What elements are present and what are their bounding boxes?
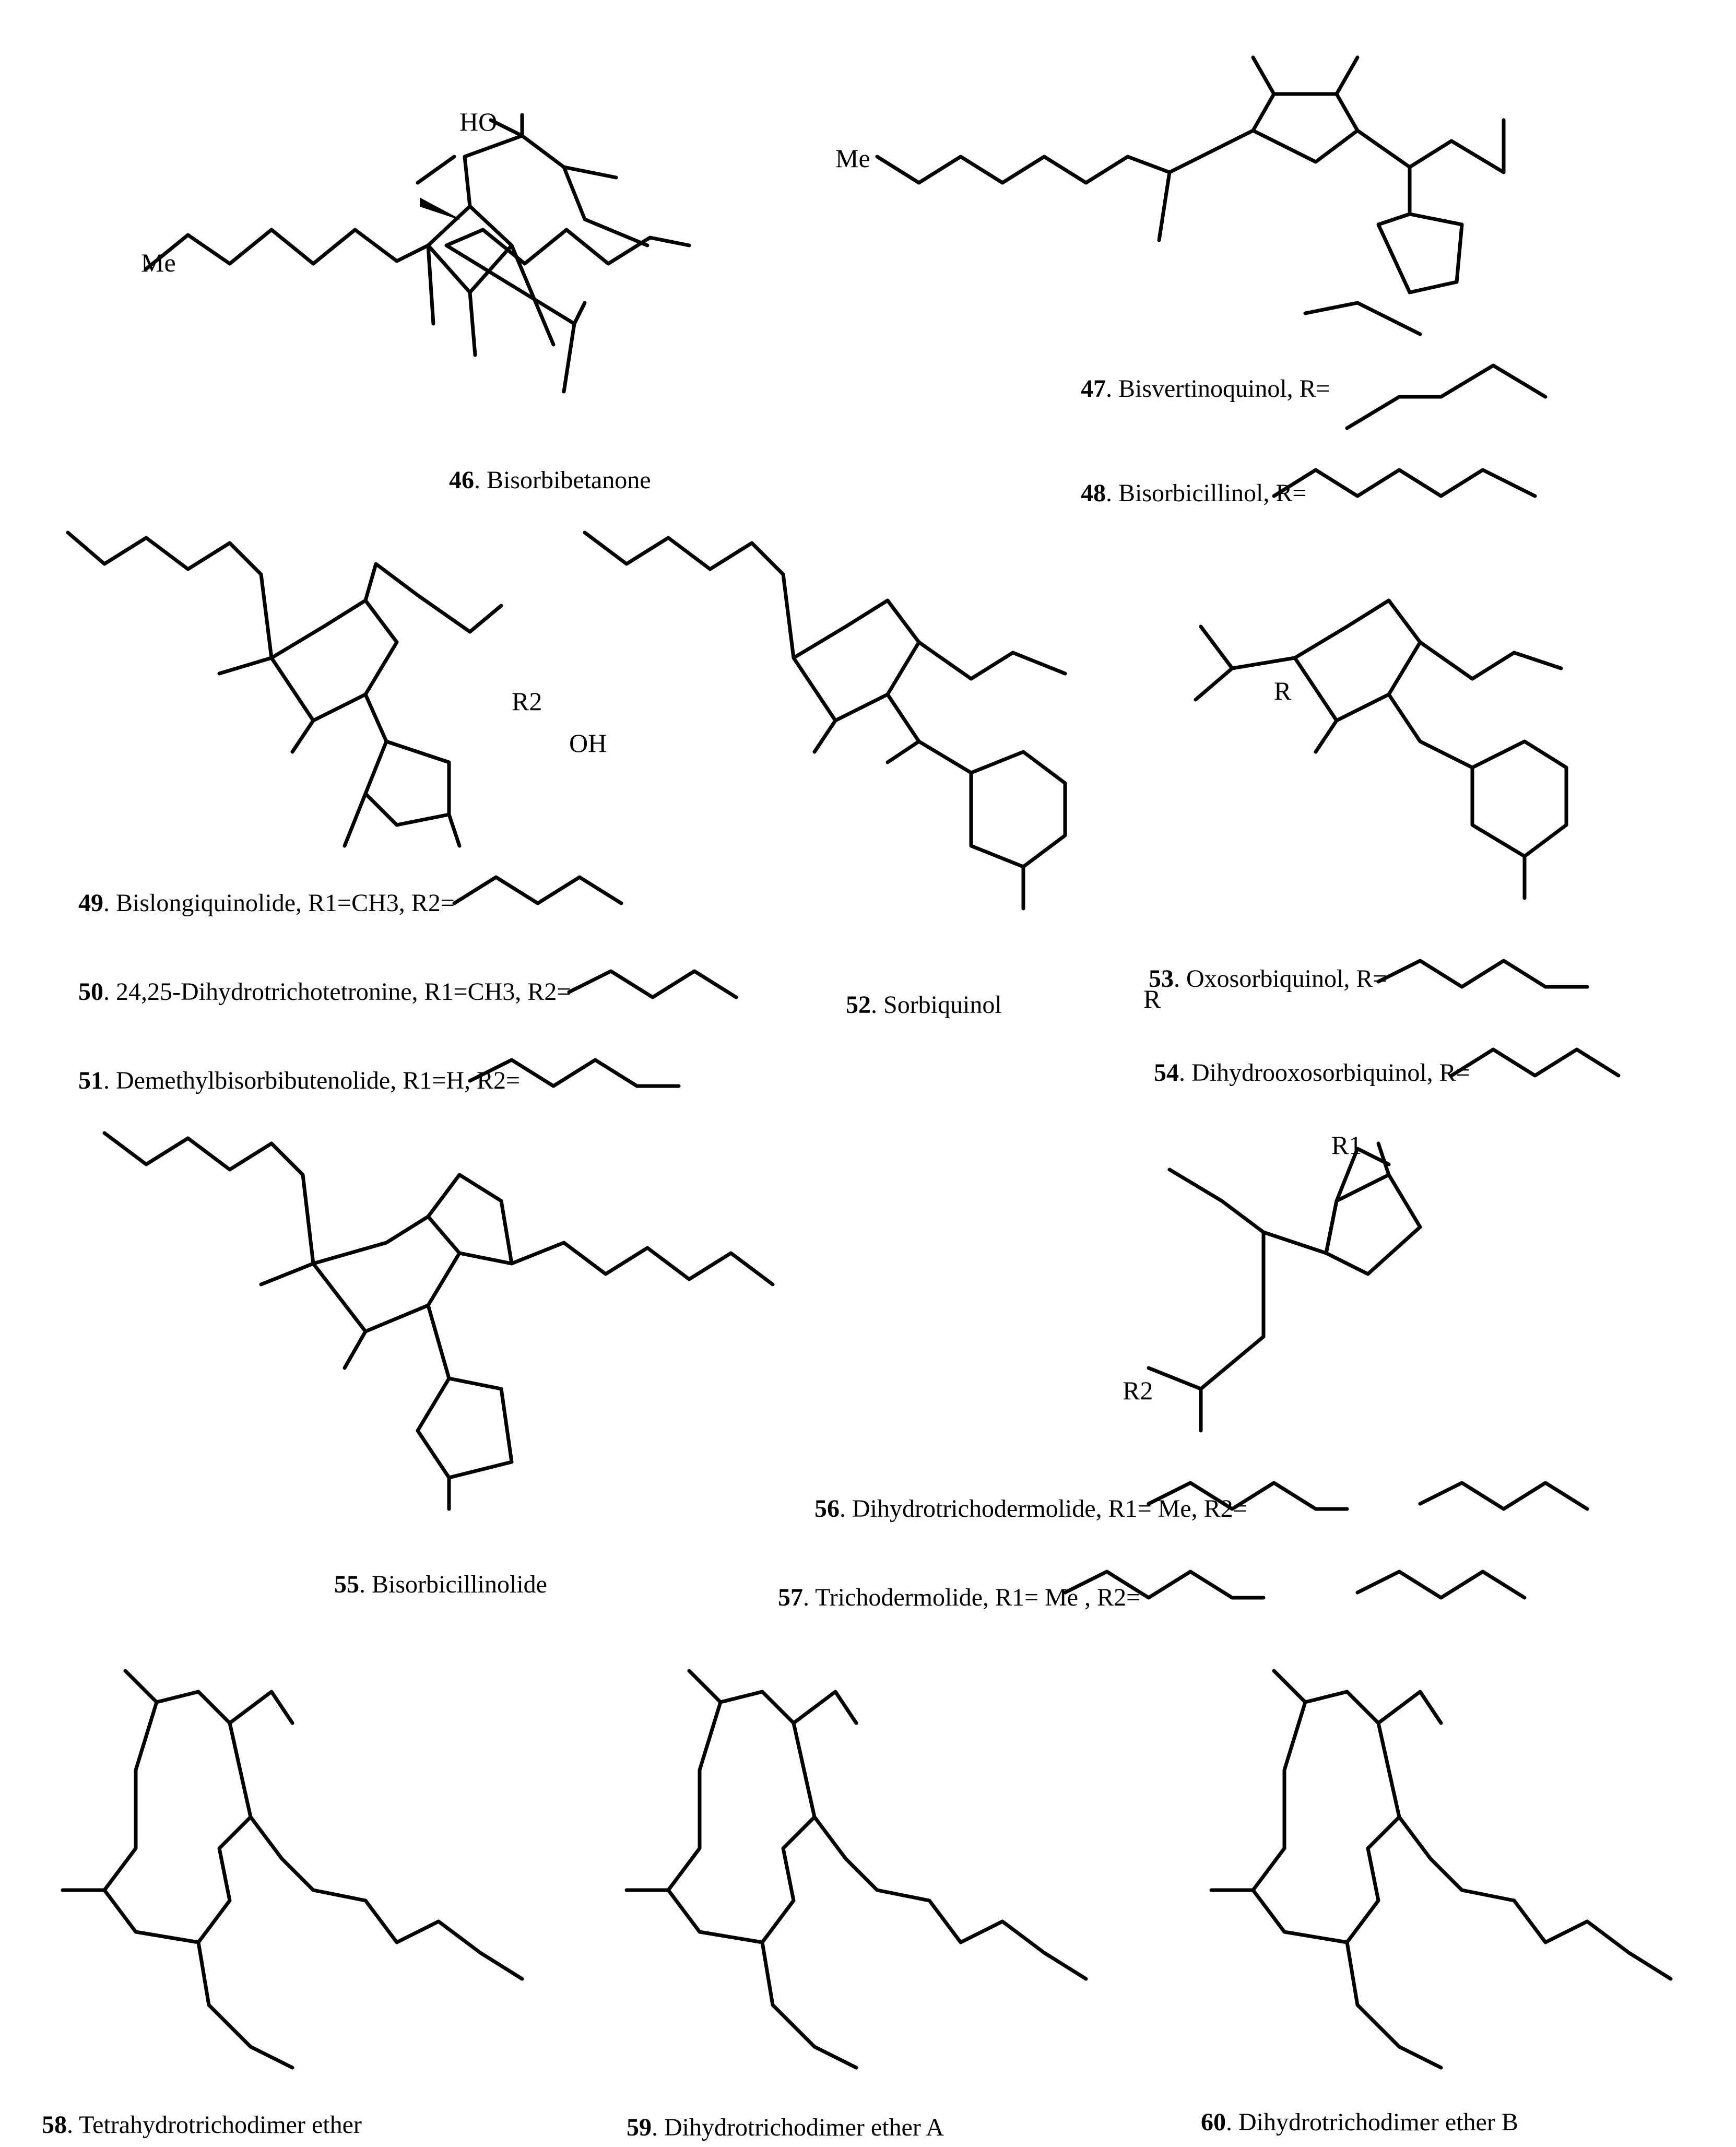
caption-number: 49 xyxy=(78,889,103,917)
caption-number: 58 xyxy=(42,2111,67,2139)
caption-number: 51 xyxy=(78,1067,103,1094)
caption-number: 53 xyxy=(1149,965,1174,993)
atom-label-r1: R1 xyxy=(1331,1130,1362,1160)
caption-name: . Bisorbicillinol, R= xyxy=(1106,479,1306,507)
caption-name: . Sorbiquinol xyxy=(871,991,1002,1019)
caption-49: 49. Bislongiquinolide, R1=CH3, R2= xyxy=(78,889,455,917)
caption-number: 56 xyxy=(814,1495,840,1523)
structure-46 xyxy=(144,113,691,394)
caption-number: 55 xyxy=(334,1571,359,1598)
structure-59 xyxy=(624,1669,1088,2070)
caption-subst: 1=CH3, R2= xyxy=(325,889,455,917)
atom-label-me: Me xyxy=(835,144,870,173)
atom-label-me: Me xyxy=(141,248,176,277)
atom-label-r: R xyxy=(1143,984,1161,1013)
caption-57: 57. Trichodermolide, R1= Me , R2= xyxy=(778,1584,1140,1611)
caption-number: 54 xyxy=(1154,1059,1179,1087)
caption-number: 52 xyxy=(846,991,871,1019)
caption-name: . Tetrahydrotrichodimer ether xyxy=(67,2111,362,2139)
caption-subst: 1= Me, R2= xyxy=(1125,1495,1247,1523)
caption-name: . Dihydrotrichodimer ether B xyxy=(1226,2108,1518,2136)
atom-label-r2: R2 xyxy=(512,687,542,716)
atom-label-r2: R2 xyxy=(1123,1376,1153,1405)
structure-56-57 xyxy=(1063,1141,1589,1600)
caption-subst: 1= Me , R2= xyxy=(1012,1584,1140,1611)
caption-name: . Bisorbicillinolide xyxy=(359,1571,547,1598)
caption-53: 53. Oxosorbiquinol, R= xyxy=(1149,965,1387,993)
caption-number: 50 xyxy=(78,978,103,1006)
caption-name: . Bisorbibetanone xyxy=(474,466,651,494)
caption-46: 46. Bisorbibetanone xyxy=(449,466,651,494)
caption-48: 48. Bisorbicillinol, R= xyxy=(1081,479,1306,507)
caption-number: 57 xyxy=(778,1584,803,1611)
caption-50: 50. 24,25-Dihydrotrichotetronine, R1=CH3… xyxy=(78,978,571,1006)
caption-52: 52. Sorbiquinol xyxy=(846,991,1002,1019)
atom-label-oh: OH xyxy=(569,728,607,758)
caption-name: . Bisvertinoquinol, R= xyxy=(1106,375,1330,403)
structure-49-50-51 xyxy=(66,530,738,1088)
caption-number: 60 xyxy=(1201,2108,1226,2136)
structure-52 xyxy=(583,530,1067,911)
caption-name: . Demethylbisorbibutenolide, R xyxy=(103,1067,419,1094)
caption-51: 51. Demethylbisorbibutenolide, R1=H, R2= xyxy=(78,1067,520,1094)
structure-53-54 xyxy=(1194,598,1621,1078)
caption-58: 58. Tetrahydrotrichodimer ether xyxy=(42,2111,362,2139)
caption-name: . Dihydrotrichodimer ether A xyxy=(652,2114,944,2141)
structure-60 xyxy=(1209,1669,1673,2070)
caption-name: . Dihydrotrichodermolide, R xyxy=(840,1495,1125,1523)
structure-47-48 xyxy=(875,55,1548,498)
caption-55: 55. Bisorbicillinolide xyxy=(334,1571,547,1598)
structure-58 xyxy=(61,1669,524,2070)
caption-subst: 1=CH3, R2= xyxy=(441,978,571,1006)
caption-name: . Bislongiquinolide, R xyxy=(103,889,325,917)
caption-56: 56. Dihydrotrichodermolide, R1= Me, R2= xyxy=(814,1495,1247,1523)
caption-number: 59 xyxy=(627,2114,652,2141)
caption-60: 60. Dihydrotrichodimer ether B xyxy=(1201,2108,1518,2136)
caption-number: 47 xyxy=(1081,375,1106,403)
caption-47: 47. Bisvertinoquinol, R= xyxy=(1081,375,1330,403)
atom-label-r: R xyxy=(1274,676,1292,705)
caption-name: . Dihydrooxosorbiquinol, R= xyxy=(1179,1059,1470,1087)
caption-number: 46 xyxy=(449,466,474,494)
captions: 46. Bisorbibetanone 47. Bisvertinoquinol… xyxy=(42,375,1518,2141)
atom-labels: Me Me HO R R2 OH R1 R2 R xyxy=(141,107,1362,1405)
caption-59: 59. Dihydrotrichodimer ether A xyxy=(627,2114,944,2141)
caption-54: 54. Dihydrooxosorbiquinol, R= xyxy=(1154,1059,1470,1087)
structure-55 xyxy=(102,1131,775,1511)
caption-subst: 1=H, R2= xyxy=(419,1067,520,1094)
atom-label-ho: HO xyxy=(459,107,497,136)
caption-name: . 24,25-Dihydrotrichotetronine, R xyxy=(103,978,441,1006)
caption-number: 48 xyxy=(1081,479,1106,507)
caption-name: . Trichodermolide, R xyxy=(803,1584,1012,1611)
caption-name: . Oxosorbiquinol, R= xyxy=(1174,965,1387,993)
